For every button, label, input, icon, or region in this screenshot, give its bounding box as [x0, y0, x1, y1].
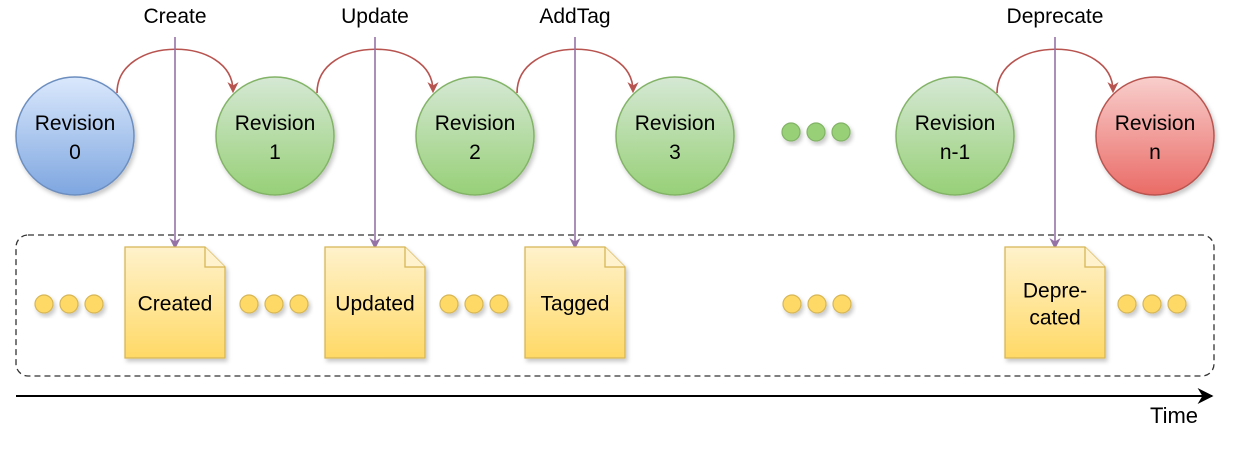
revision-circle [215, 76, 335, 196]
ellipsis-dots [439, 294, 509, 314]
ellipsis-dot [464, 294, 484, 314]
ellipsis-dots [34, 294, 104, 314]
ellipsis-dot [289, 294, 309, 314]
time-axis-label: Time [1150, 403, 1198, 428]
ellipsis-dot [781, 122, 801, 142]
ellipsis-dots-layer [34, 122, 1187, 314]
revisions-layer: Revision0Revision1Revision2Revision3Revi… [15, 76, 1215, 196]
ellipsis-dot [239, 294, 259, 314]
revision-number: 2 [469, 141, 481, 164]
ellipsis-dot [34, 294, 54, 314]
ellipsis-dot [807, 294, 827, 314]
ellipsis-dot [1142, 294, 1162, 314]
operation-label: AddTag [539, 5, 610, 28]
revision-node: Revision 1 [215, 76, 335, 196]
revision-label: Revision [915, 112, 996, 135]
revision-number: 1 [269, 141, 281, 164]
revision-number: 3 [669, 141, 681, 164]
revision-label: Revision [435, 112, 516, 135]
ellipsis-dot [264, 294, 284, 314]
ellipsis-dot [439, 294, 459, 314]
operation: AddTag [516, 5, 639, 250]
revision-circle [895, 76, 1015, 196]
ellipsis-dot [489, 294, 509, 314]
revision-circle [15, 76, 135, 196]
ellipsis-dot [831, 122, 851, 142]
revision-label: Revision [1115, 112, 1196, 135]
event-log-container [15, 234, 1215, 377]
event-label: Depre- [1023, 280, 1087, 303]
event-note: Created [124, 246, 226, 359]
revision-label: Revision [235, 112, 316, 135]
operation-label: Create [143, 5, 206, 28]
ellipsis-dot [782, 294, 802, 314]
revision-label: Revision [35, 112, 116, 135]
ellipsis-dot [59, 294, 79, 314]
events-layer: Created Updated Tagged Depre-cated [124, 246, 1106, 359]
event-note-fold [1084, 247, 1105, 268]
revision-number: n [1149, 141, 1161, 164]
event-label: cated [1029, 307, 1080, 330]
event-note-body [524, 246, 626, 359]
ellipsis-dots [781, 122, 851, 142]
revision-node: Revision n-1 [895, 76, 1015, 196]
event-note-fold [404, 247, 425, 268]
ellipsis-dot [1167, 294, 1187, 314]
revision-number: n-1 [940, 141, 970, 164]
revision-node: Revision 2 [415, 76, 535, 196]
event-note-body [324, 246, 426, 359]
event-note: Updated [324, 246, 426, 359]
operation-arrows-layer: Create Update AddTag Deprecate [116, 5, 1119, 250]
revision-node: Revision 3 [615, 76, 735, 196]
operation: Create [116, 5, 239, 250]
operation: Update [316, 5, 439, 250]
event-note-body [1004, 246, 1106, 359]
ellipsis-dot [806, 122, 826, 142]
event-note: Depre-cated [1004, 246, 1106, 359]
event-note-fold [204, 247, 225, 268]
event-note: Tagged [524, 246, 626, 359]
operation-label: Deprecate [1007, 5, 1104, 28]
revision-circle [1095, 76, 1215, 196]
revision-label: Revision [635, 112, 716, 135]
ellipsis-dot [84, 294, 104, 314]
revision-circle [615, 76, 735, 196]
event-label: Tagged [541, 293, 610, 316]
revision-node: Revision 0 [15, 76, 135, 196]
ellipsis-dot [832, 294, 852, 314]
revision-number: 0 [69, 141, 81, 164]
revision-node: Revision n [1095, 76, 1215, 196]
event-label: Updated [335, 293, 414, 316]
event-note-fold [604, 247, 625, 268]
event-note-body [124, 246, 226, 359]
revision-circle [415, 76, 535, 196]
ellipsis-dots [1117, 294, 1187, 314]
ellipsis-dot [1117, 294, 1137, 314]
operation-label: Update [341, 5, 409, 28]
ellipsis-dots [239, 294, 309, 314]
ellipsis-dots [782, 294, 852, 314]
operation: Deprecate [996, 5, 1119, 250]
event-label: Created [138, 293, 213, 316]
